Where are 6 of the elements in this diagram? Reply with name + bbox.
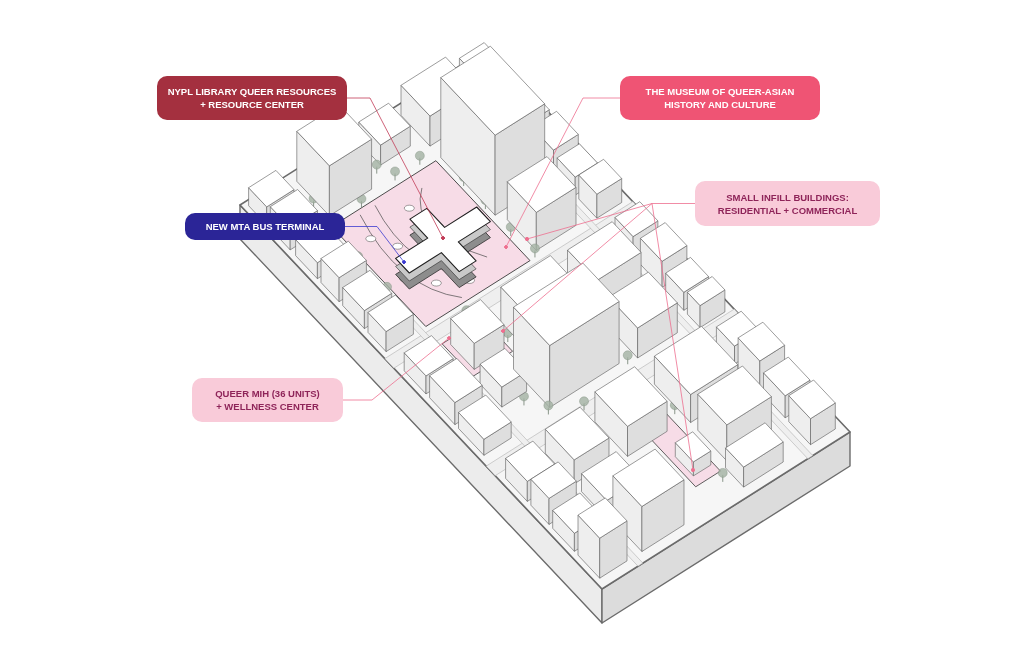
callout-label: QUEER MIH (36 UNITS) + WELLNESS CENTER: [192, 378, 343, 422]
leader-line: [651, 203, 696, 204]
callout-label: NEW MTA BUS TERMINAL: [185, 213, 345, 240]
callout-label: THE MUSEUM OF QUEER-ASIAN HISTORY AND CULTURE: [620, 76, 820, 120]
callout-label: SMALL INFILL BUILDINGS: RESIDENTIAL + COMMERCIAL: [695, 181, 880, 226]
callout-label: NYPL LIBRARY QUEER RESOURCES + RESOURCE CENTER: [157, 76, 347, 120]
